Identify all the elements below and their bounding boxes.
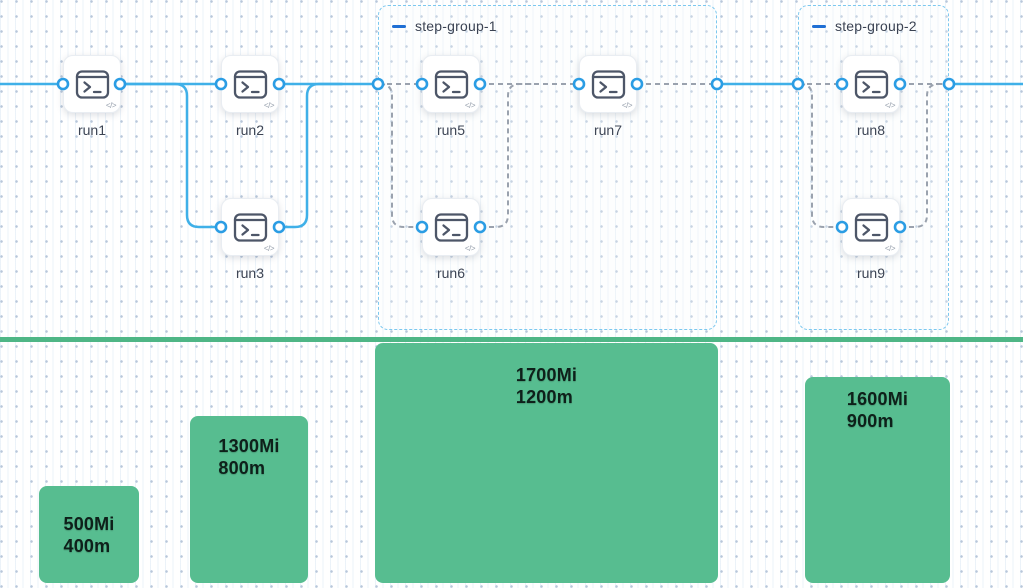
resource-bar-label: 1600Mi 900m: [847, 389, 908, 433]
collapse-dash-icon[interactable]: [812, 24, 826, 28]
memory-value: 1300Mi: [218, 436, 280, 456]
step-group-label: step-group-1: [415, 18, 497, 34]
code-icon: </>: [263, 101, 275, 110]
resource-bar-label: 1300Mi 800m: [218, 436, 279, 480]
task-node-card[interactable]: </>: [579, 55, 637, 113]
terminal-icon: [434, 212, 468, 242]
step-group-header: step-group-1: [392, 18, 497, 34]
task-node-card[interactable]: </>: [422, 55, 480, 113]
terminal-icon: [233, 69, 267, 99]
task-node-card[interactable]: </>: [422, 198, 480, 256]
task-node-run7[interactable]: </> run7: [579, 55, 637, 138]
task-node-card[interactable]: </>: [221, 198, 279, 256]
terminal-icon: [854, 212, 888, 242]
terminal-icon: [233, 212, 267, 242]
step-group-label: step-group-2: [835, 18, 917, 34]
cpu-value: 400m: [63, 535, 111, 556]
task-node-label: run2: [235, 122, 265, 138]
task-node-run8[interactable]: </> run8: [842, 55, 900, 138]
resource-bar-2: 1300Mi 800m: [190, 416, 308, 583]
code-icon: </>: [884, 244, 896, 253]
cpu-value: 900m: [846, 410, 894, 431]
memory-value: 1700Mi: [515, 365, 578, 385]
resource-bar-1: 500Mi 400m: [39, 486, 139, 583]
task-node-card[interactable]: </>: [842, 55, 900, 113]
resource-separator-line: [0, 337, 1023, 342]
collapse-dash-icon[interactable]: [392, 24, 406, 28]
flow-edge-solid: [277, 82, 344, 229]
resource-bar-3: 1700Mi 1200m: [375, 343, 718, 583]
code-icon: </>: [263, 244, 275, 253]
task-node-label: run3: [235, 265, 265, 281]
task-node-label: run9: [856, 265, 886, 281]
cpu-value: 800m: [218, 457, 266, 478]
code-icon: </>: [105, 101, 117, 110]
task-node-run2[interactable]: </> run2: [221, 55, 279, 138]
task-node-run5[interactable]: </> run5: [422, 55, 480, 138]
task-node-run9[interactable]: </> run9: [842, 198, 900, 281]
terminal-icon: [854, 69, 888, 99]
code-icon: </>: [884, 101, 896, 110]
code-icon: </>: [464, 101, 476, 110]
task-node-label: run6: [436, 265, 466, 281]
task-node-run6[interactable]: </> run6: [422, 198, 480, 281]
flow-edge-solid: [118, 82, 223, 229]
resource-bar-label: 500Mi 400m: [63, 514, 114, 558]
cpu-value: 1200m: [515, 386, 573, 407]
task-node-card[interactable]: </>: [63, 55, 121, 113]
resource-bar-4: 1600Mi 900m: [805, 377, 950, 583]
step-group-1[interactable]: step-group-1: [378, 5, 717, 330]
terminal-icon: [591, 69, 625, 99]
task-node-run3[interactable]: </> run3: [221, 198, 279, 281]
code-icon: </>: [621, 101, 633, 110]
resource-bar-label: 1700Mi 1200m: [516, 365, 577, 409]
memory-value: 1600Mi: [846, 389, 909, 409]
terminal-icon: [434, 69, 468, 99]
task-node-card[interactable]: </>: [842, 198, 900, 256]
task-node-label: run7: [593, 122, 623, 138]
task-node-run1[interactable]: </> run1: [63, 55, 121, 138]
task-node-label: run8: [856, 122, 886, 138]
code-icon: </>: [464, 244, 476, 253]
step-group-header: step-group-2: [812, 18, 917, 34]
step-group-2[interactable]: step-group-2: [798, 5, 949, 330]
memory-value: 500Mi: [63, 514, 115, 534]
task-node-label: run5: [436, 122, 466, 138]
task-node-card[interactable]: </>: [221, 55, 279, 113]
task-node-label: run1: [77, 122, 107, 138]
terminal-icon: [75, 69, 109, 99]
